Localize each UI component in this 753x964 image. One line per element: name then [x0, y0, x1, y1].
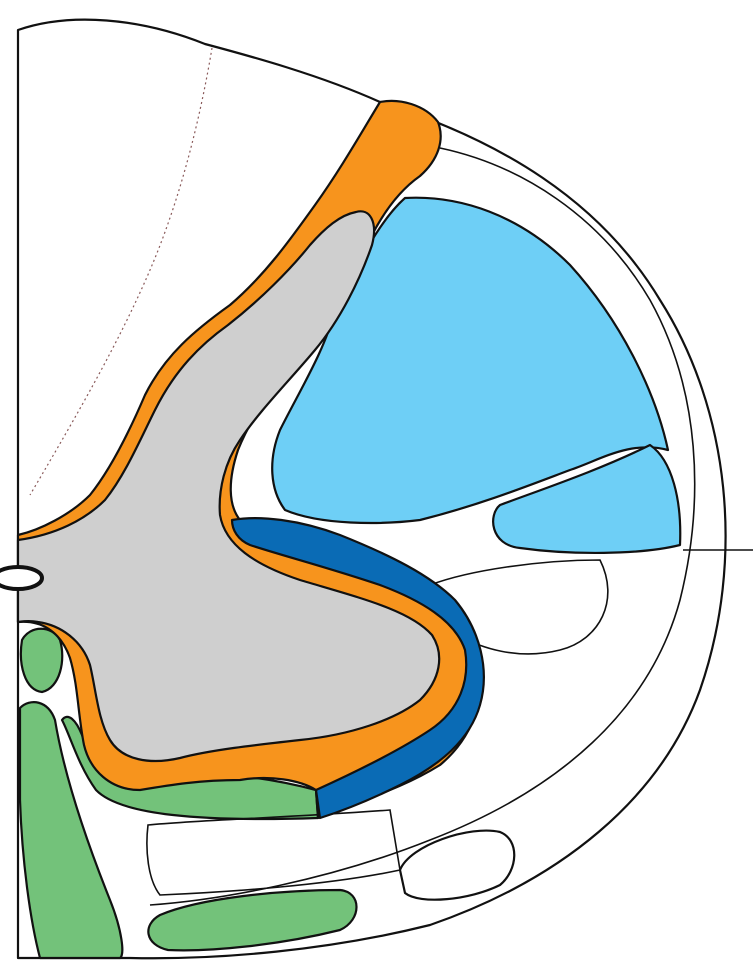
- green-region-top: [21, 629, 62, 692]
- central-canal: [0, 567, 42, 589]
